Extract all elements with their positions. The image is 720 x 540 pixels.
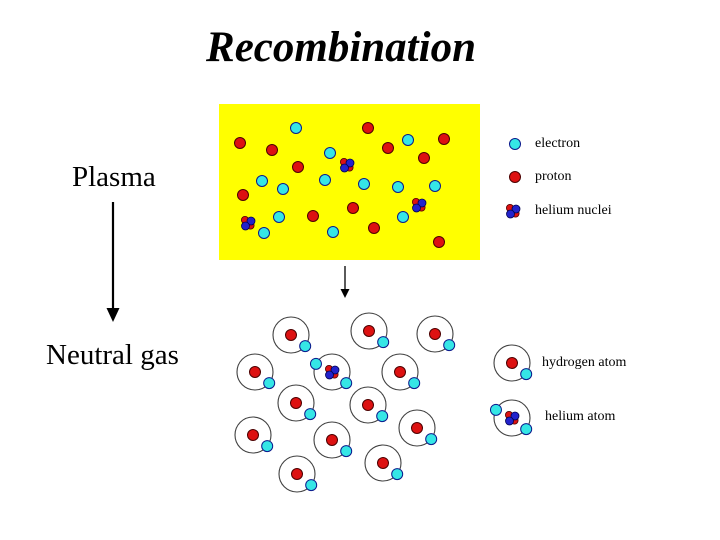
electron-dot [324,147,336,159]
helium-nuclei-dot [505,203,521,219]
electron-dot [397,211,409,223]
slide-title: Recombination [206,24,476,71]
proton-dot [438,133,450,145]
proton-dot [382,142,394,154]
legend-label-electron: electron [535,136,581,151]
electron-dot [392,181,404,193]
proton-dot [418,152,430,164]
neutral-gas-label: Neutral gas [46,339,179,371]
proton-dot [347,202,359,214]
hydrogen-atom [381,353,421,391]
nucleus-proton [291,468,303,480]
hydrogen-atom [416,315,456,353]
nucleus-proton [285,329,297,341]
legend-electron-marker [509,138,521,150]
electron-dot [319,174,331,186]
helium-nuclei-dot [324,364,340,380]
electron-dot [429,180,441,192]
orbiting-electron [299,340,312,353]
plasma-label: Plasma [72,161,156,193]
nucleus-proton [411,422,423,434]
orbiting-electron [304,408,317,421]
nucleus-proton [290,397,302,409]
hydrogen-atom [278,455,318,493]
nucleus-proton [249,366,261,378]
hydrogen-atom [350,312,390,350]
nucleus-proton [429,328,441,340]
legend-proton-marker [509,171,521,183]
orbiting-electron [391,468,404,481]
orbiting-electron [376,410,389,423]
nucleus-proton [247,429,259,441]
proton-dot [266,144,278,156]
hydrogen-atom [234,416,274,454]
hydrogen-atom [272,316,312,354]
legend-label-proton: proton [535,169,572,184]
orbiting-electron [340,377,353,390]
orbiting-electron [425,433,438,446]
orbiting-electron [309,357,322,370]
legend-label-helium-nuclei: helium nuclei [535,203,612,218]
helium-atom [489,399,533,437]
nucleus-proton [362,399,374,411]
hydrogen-atom [277,384,317,422]
proton-dot [433,236,445,248]
hydrogen-atom [313,421,353,459]
proton-dot [234,137,246,149]
electron-dot [327,226,339,238]
electron-dot [290,122,302,134]
plasma-to-gas-arrow [106,202,120,322]
orbiting-electron [443,339,456,352]
orbiting-electron [520,368,533,381]
box-to-atoms-arrow [340,266,350,298]
proton-dot [237,189,249,201]
legend-label-helium-atom: helium atom [545,409,616,424]
proton-dot [307,210,319,222]
hydrogen-atom [398,409,438,447]
nucleus-proton [326,434,338,446]
helium-nuclei-dot [240,215,256,231]
hydrogen-atom [493,344,533,382]
orbiting-electron [408,377,421,390]
orbiting-electron [305,479,318,492]
nucleus-proton [377,457,389,469]
electron-dot [358,178,370,190]
orbiting-electron [340,445,353,458]
electron-dot [277,183,289,195]
proton-dot [292,161,304,173]
helium-atom [309,353,353,391]
hydrogen-atom [349,386,389,424]
hydrogen-atom [236,353,276,391]
nucleus-proton [363,325,375,337]
proton-dot [362,122,374,134]
orbiting-electron [520,423,533,436]
orbiting-electron [263,377,276,390]
helium-nuclei-dot [411,197,427,213]
nucleus-proton [394,366,406,378]
orbiting-electron [261,440,274,453]
nucleus-proton [506,357,518,369]
orbiting-electron [377,336,390,349]
legend-label-hydrogen-atom: hydrogen atom [542,355,627,370]
proton-dot [368,222,380,234]
electron-dot [256,175,268,187]
helium-nuclei-dot [339,157,355,173]
hydrogen-atom [364,444,404,482]
electron-dot [258,227,270,239]
electron-dot [273,211,285,223]
helium-nuclei-dot [504,410,520,426]
orbiting-electron [489,403,502,416]
electron-dot [402,134,414,146]
